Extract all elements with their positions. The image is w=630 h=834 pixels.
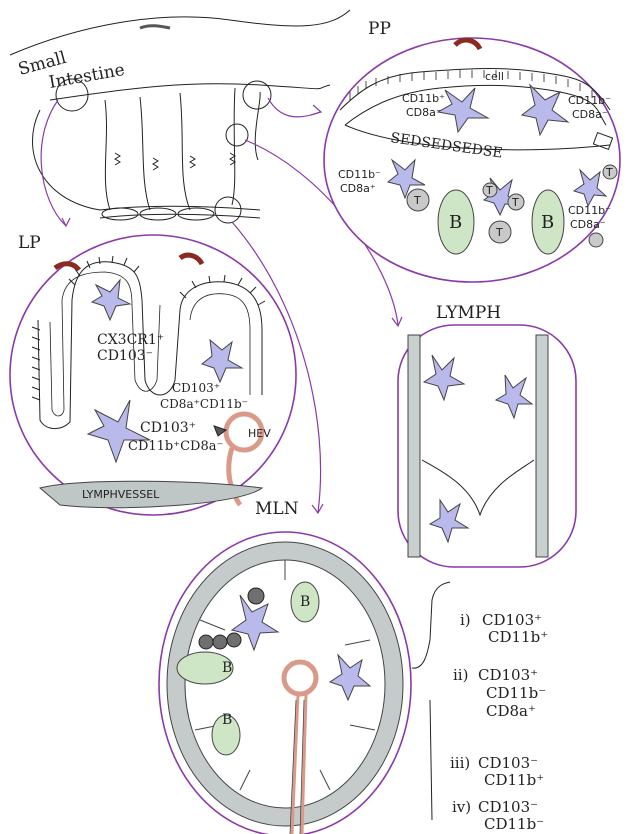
b-label: B	[300, 594, 310, 610]
small-intestine-sketch	[10, 10, 350, 220]
legend-line: CD103⁻	[478, 754, 538, 772]
pp-cell-label: cell	[485, 70, 504, 83]
lp-panel: LP HEV LYMPHVESSEL CX3CR1⁺ CD103⁻ CD103⁺…	[10, 233, 296, 515]
mln-t-cell	[199, 635, 213, 649]
b-label: B	[222, 660, 232, 676]
legend-num: i)	[460, 611, 471, 629]
legend-num: ii)	[453, 666, 468, 684]
legend-item: ii) CD103⁺ CD11b⁻ CD8a⁺	[453, 666, 546, 720]
lp-title: LP	[18, 233, 41, 253]
legend-line: CD11b⁺	[488, 628, 548, 646]
pp-label-cd8a: CD8a⁺	[340, 182, 376, 195]
t-label: T	[413, 194, 421, 207]
lymph-title: LYMPH	[436, 303, 501, 323]
pp-label-cd8a: CD8a⁻	[570, 218, 606, 231]
mln-t-cell	[213, 635, 227, 649]
t-label: T	[511, 196, 519, 209]
t-label: T	[485, 184, 493, 197]
b-label: B	[541, 212, 554, 233]
t-label: T	[495, 226, 503, 239]
legend-item: i) CD103⁺ CD11b⁺	[460, 611, 548, 646]
worm-icon	[140, 26, 170, 28]
legend-line: CD8a⁺	[486, 702, 536, 720]
lymphvessel-label: LYMPHVESSEL	[82, 488, 160, 501]
t-label: T	[605, 166, 613, 179]
lymph-zoom-circle	[226, 124, 248, 146]
mln-zoom-circle	[215, 197, 241, 223]
arrow-to-lp	[41, 100, 65, 225]
mln-title: MLN	[255, 499, 299, 519]
pp-label-cd8a: CD8a⁻	[406, 106, 442, 119]
b-label: B	[449, 212, 462, 233]
pp-label-cd11b: CD11b⁻	[568, 204, 611, 217]
pp-label-cd8a: CD8a⁻	[572, 108, 608, 121]
dc-subset-legend: i) CD103⁺ CD11b⁺ ii) CD103⁺ CD11b⁻ CD8a⁺…	[450, 611, 548, 833]
legend-line: CD103⁻	[478, 798, 538, 816]
legend-line: CD11b⁻	[486, 684, 546, 702]
lp-label-cd103: CD103⁻	[97, 348, 153, 364]
pp-title: PP	[368, 19, 391, 39]
b-label: B	[222, 712, 232, 728]
mln-t-cell	[227, 633, 241, 647]
legend-num: iv)	[452, 798, 471, 816]
mln-panel: MLN B B B	[159, 499, 411, 834]
legend-bracket	[412, 582, 450, 820]
legend-line: CD103⁺	[482, 611, 542, 629]
pp-label-cd11b: CD11b⁻	[568, 94, 611, 107]
pp-label-cd11b: CD11b⁻	[338, 168, 381, 181]
legend-num: iii)	[450, 754, 470, 772]
lp-label-cd103: CD103⁺	[140, 420, 196, 436]
pp-panel: SEDSEDSEDSE cell B B T T T T T CD11b⁺ CD…	[324, 19, 620, 282]
legend-line: CD11b⁺	[484, 771, 544, 789]
legend-line: CD103⁺	[478, 666, 538, 684]
legend-line: CD11b⁻	[484, 815, 544, 833]
legend-item: iv) CD103⁻ CD11b⁻	[452, 798, 544, 833]
lp-label-cd11b: CD11b⁺CD8a⁻	[128, 439, 223, 454]
mln-t-cell	[248, 588, 264, 604]
hev-label: HEV	[248, 427, 271, 440]
pp-t-cell	[589, 233, 603, 247]
lymph-panel: LYMPH	[398, 303, 576, 567]
lp-label-cx3cr1: CX3CR1⁺	[97, 332, 164, 348]
pp-label-cd11b: CD11b⁺	[402, 92, 445, 105]
legend-item: iii) CD103⁻ CD11b⁺	[450, 754, 544, 789]
lp-label-cd8a: CD8a⁺CD11b⁻	[160, 397, 248, 411]
lp-label-cd103: CD103⁺	[172, 381, 220, 395]
